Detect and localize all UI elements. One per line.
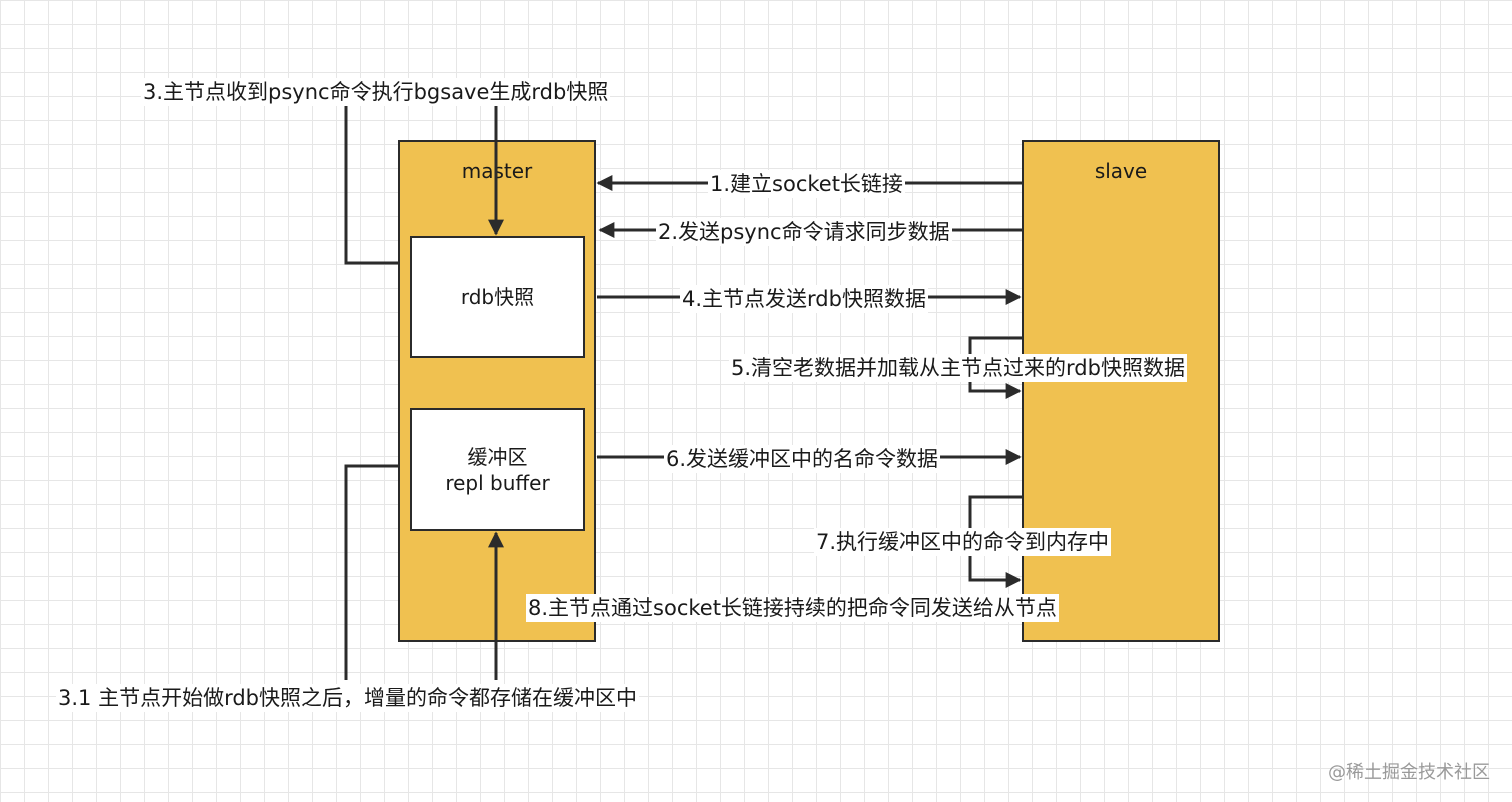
rdb-snapshot-label: rdb快照 — [460, 285, 535, 309]
watermark: @稀土掘金技术社区 — [1328, 762, 1490, 783]
step6-label: 6.发送缓冲区中的名命令数据 — [664, 445, 941, 473]
slave-title: slave — [1094, 159, 1148, 183]
bracket-step3-1 — [344, 464, 398, 680]
step1-label: 1.建立socket长链接 — [708, 170, 905, 198]
slave-node: slave — [1022, 140, 1220, 642]
bracket-step3 — [344, 104, 398, 265]
repl-buffer-box: 缓冲区 repl buffer — [410, 408, 585, 531]
repl-buffer-label-cn: 缓冲区 — [467, 444, 528, 469]
step7-label: 7.执行缓冲区中的命令到内存中 — [814, 528, 1112, 556]
step8-label: 8.主节点通过socket长链接持续的把命令同发送给从节点 — [526, 594, 1059, 622]
step5-label: 5.清空老数据并加载从主节点过来的rdb快照数据 — [729, 354, 1187, 382]
step3-1-label: 3.1 主节点开始做rdb快照之后，增量的命令都存储在缓冲区中 — [56, 684, 639, 712]
repl-buffer-label-en: repl buffer — [445, 470, 550, 495]
step2-label: 2.发送psync命令请求同步数据 — [656, 218, 952, 246]
step3-label: 3.主节点收到psync命令执行bgsave生成rdb快照 — [141, 78, 611, 106]
rdb-snapshot-box: rdb快照 — [410, 236, 585, 358]
step4-label: 4.主节点发送rdb快照数据 — [680, 285, 928, 313]
